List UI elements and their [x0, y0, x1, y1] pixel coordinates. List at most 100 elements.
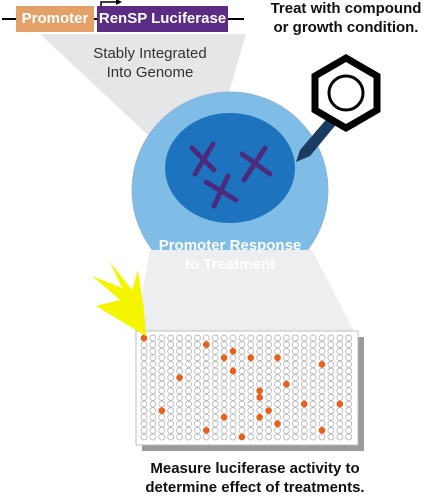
well	[229, 394, 237, 401]
well	[256, 374, 264, 381]
well	[300, 354, 308, 362]
well	[158, 374, 166, 381]
well	[309, 334, 317, 342]
well	[283, 420, 290, 428]
well	[283, 387, 290, 395]
well	[140, 420, 148, 428]
hit-well	[256, 394, 264, 401]
well	[345, 334, 353, 342]
well	[158, 341, 166, 348]
well	[140, 413, 148, 421]
well	[202, 380, 210, 388]
well	[247, 374, 255, 381]
well	[291, 334, 299, 342]
well	[167, 374, 175, 381]
well	[247, 334, 255, 342]
well	[185, 433, 192, 441]
well	[327, 433, 335, 441]
well	[149, 367, 157, 375]
well	[238, 420, 246, 428]
well	[300, 341, 308, 348]
well	[336, 427, 344, 434]
well	[274, 361, 281, 368]
well	[256, 367, 264, 375]
well	[176, 347, 183, 355]
well	[185, 413, 192, 421]
well	[345, 347, 353, 355]
well	[345, 420, 353, 428]
well	[309, 420, 317, 428]
well	[202, 367, 210, 375]
well	[309, 407, 317, 414]
well	[247, 420, 255, 428]
well	[336, 433, 344, 441]
well	[238, 347, 246, 355]
well	[274, 427, 281, 434]
well	[274, 374, 281, 381]
well	[220, 334, 228, 342]
well	[140, 380, 148, 388]
well	[318, 334, 326, 342]
well	[327, 400, 335, 408]
well	[336, 341, 344, 348]
well	[265, 341, 272, 348]
well	[327, 367, 335, 375]
well	[327, 427, 335, 434]
well	[194, 413, 201, 421]
well	[238, 341, 246, 348]
well	[327, 413, 335, 421]
well	[140, 433, 148, 441]
well	[256, 361, 264, 368]
treatment-arrow	[296, 115, 339, 162]
well	[229, 400, 237, 408]
well	[202, 354, 210, 362]
well	[229, 341, 237, 348]
measure-caption: Measure luciferase activity to determine…	[110, 459, 400, 497]
integration-caption-line-1: Stably Integrated	[93, 45, 207, 62]
well	[220, 394, 228, 401]
well	[220, 400, 228, 408]
well	[167, 354, 175, 362]
well	[291, 367, 299, 375]
well	[345, 380, 353, 388]
well	[336, 354, 344, 362]
well	[220, 380, 228, 388]
well	[291, 400, 299, 408]
well	[211, 367, 219, 375]
well	[167, 387, 175, 395]
well	[238, 407, 246, 414]
well	[149, 334, 157, 342]
plate-wells	[140, 334, 353, 441]
well	[300, 394, 308, 401]
well	[176, 367, 183, 375]
well	[238, 361, 246, 368]
well	[202, 394, 210, 401]
well	[158, 354, 166, 362]
well	[202, 420, 210, 428]
measure-callout	[134, 250, 356, 338]
well	[336, 374, 344, 381]
hit-well	[202, 427, 210, 434]
well	[247, 407, 255, 414]
hit-well	[274, 354, 281, 362]
well	[194, 354, 201, 362]
well	[176, 387, 183, 395]
well	[336, 334, 344, 342]
well	[202, 433, 210, 441]
well	[220, 420, 228, 428]
well	[149, 427, 157, 434]
well	[336, 420, 344, 428]
well	[202, 413, 210, 421]
well	[318, 387, 326, 395]
well	[167, 341, 175, 348]
well	[318, 367, 326, 375]
well	[291, 427, 299, 434]
hit-well	[336, 400, 344, 408]
well	[220, 367, 228, 375]
well	[149, 394, 157, 401]
hit-well	[283, 380, 290, 388]
well	[185, 367, 192, 375]
well	[238, 367, 246, 375]
well	[176, 433, 183, 441]
well	[185, 334, 192, 342]
